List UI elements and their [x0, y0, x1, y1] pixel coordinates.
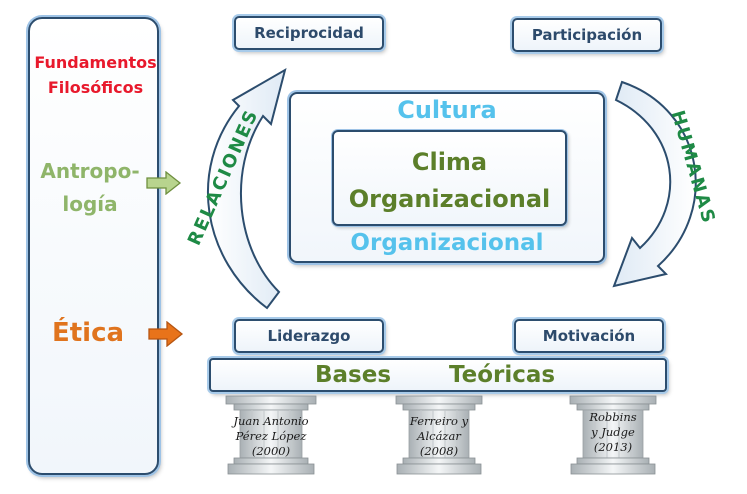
fundamentos-title: Fundamentos Filosóficos — [28, 50, 163, 100]
fundamentos-line1: Fundamentos — [34, 53, 157, 72]
antropologia-label: Antropo- logía — [28, 155, 152, 221]
arrow-right-icon-antropologia — [146, 171, 182, 195]
pillar-2: Ferreiro y Alcázar (2008) — [392, 394, 486, 476]
arrow-right-icon-etica — [148, 321, 184, 347]
clima-organizacional-label: Clima Organizacional — [332, 144, 567, 218]
motivacion-box: Motivación — [514, 319, 664, 353]
pillar-3-line3: (2013) — [593, 440, 633, 454]
cultura-label: Cultura — [397, 96, 497, 124]
teoricas-label: Teóricas — [449, 362, 556, 388]
curved-arrow-down-icon — [612, 80, 697, 288]
antropologia-line1: Antropo- — [40, 159, 140, 183]
bases-label: Bases — [315, 362, 392, 388]
pillar-2-line1: Ferreiro y — [409, 414, 469, 428]
fundamentos-panel — [28, 17, 159, 475]
organizacional-label: Organizacional — [350, 230, 544, 256]
clima-organizacional-box — [332, 130, 567, 226]
antropologia-line2: logía — [62, 192, 118, 216]
pillar-1-line1: Juan Antonio — [233, 414, 309, 428]
clima-line2: Organizacional — [348, 185, 551, 213]
pillar-2-line3: (2008) — [419, 444, 459, 458]
column-icon — [225, 395, 317, 475]
pillar-2-line2: Alcázar — [417, 429, 461, 443]
bases-teoricas-bar: Bases Teóricas — [209, 358, 667, 392]
pillar-3-line1: Robbins — [589, 410, 637, 424]
motivacion-label: Motivación — [542, 327, 636, 345]
column-icon — [569, 395, 657, 475]
pillar-3: Robbins y Judge (2013) — [566, 394, 660, 476]
reciprocidad-box: Reciprocidad — [234, 16, 384, 50]
participacion-label: Participación — [531, 26, 643, 44]
column-icon — [395, 395, 483, 475]
participacion-box: Participación — [512, 18, 662, 52]
pillar-3-line2: y Judge — [591, 425, 635, 439]
fundamentos-line2: Filosóficos — [47, 78, 144, 97]
pillar-1: Juan Antonio Pérez López (2000) — [222, 394, 320, 476]
pillar-1-line2: Pérez López — [235, 429, 307, 443]
curved-arrow-up-icon — [207, 67, 287, 310]
pillar-3-text: Robbins y Judge (2013) — [566, 410, 660, 455]
pillar-1-line3: (2000) — [251, 444, 291, 458]
pillar-2-text: Ferreiro y Alcázar (2008) — [392, 414, 486, 459]
pillar-1-text: Juan Antonio Pérez López (2000) — [222, 414, 320, 459]
reciprocidad-label: Reciprocidad — [254, 24, 364, 42]
liderazgo-box: Liderazgo — [234, 319, 384, 353]
liderazgo-label: Liderazgo — [267, 327, 351, 345]
etica-label: Ética — [51, 318, 125, 348]
clima-line1: Clima — [411, 148, 488, 176]
